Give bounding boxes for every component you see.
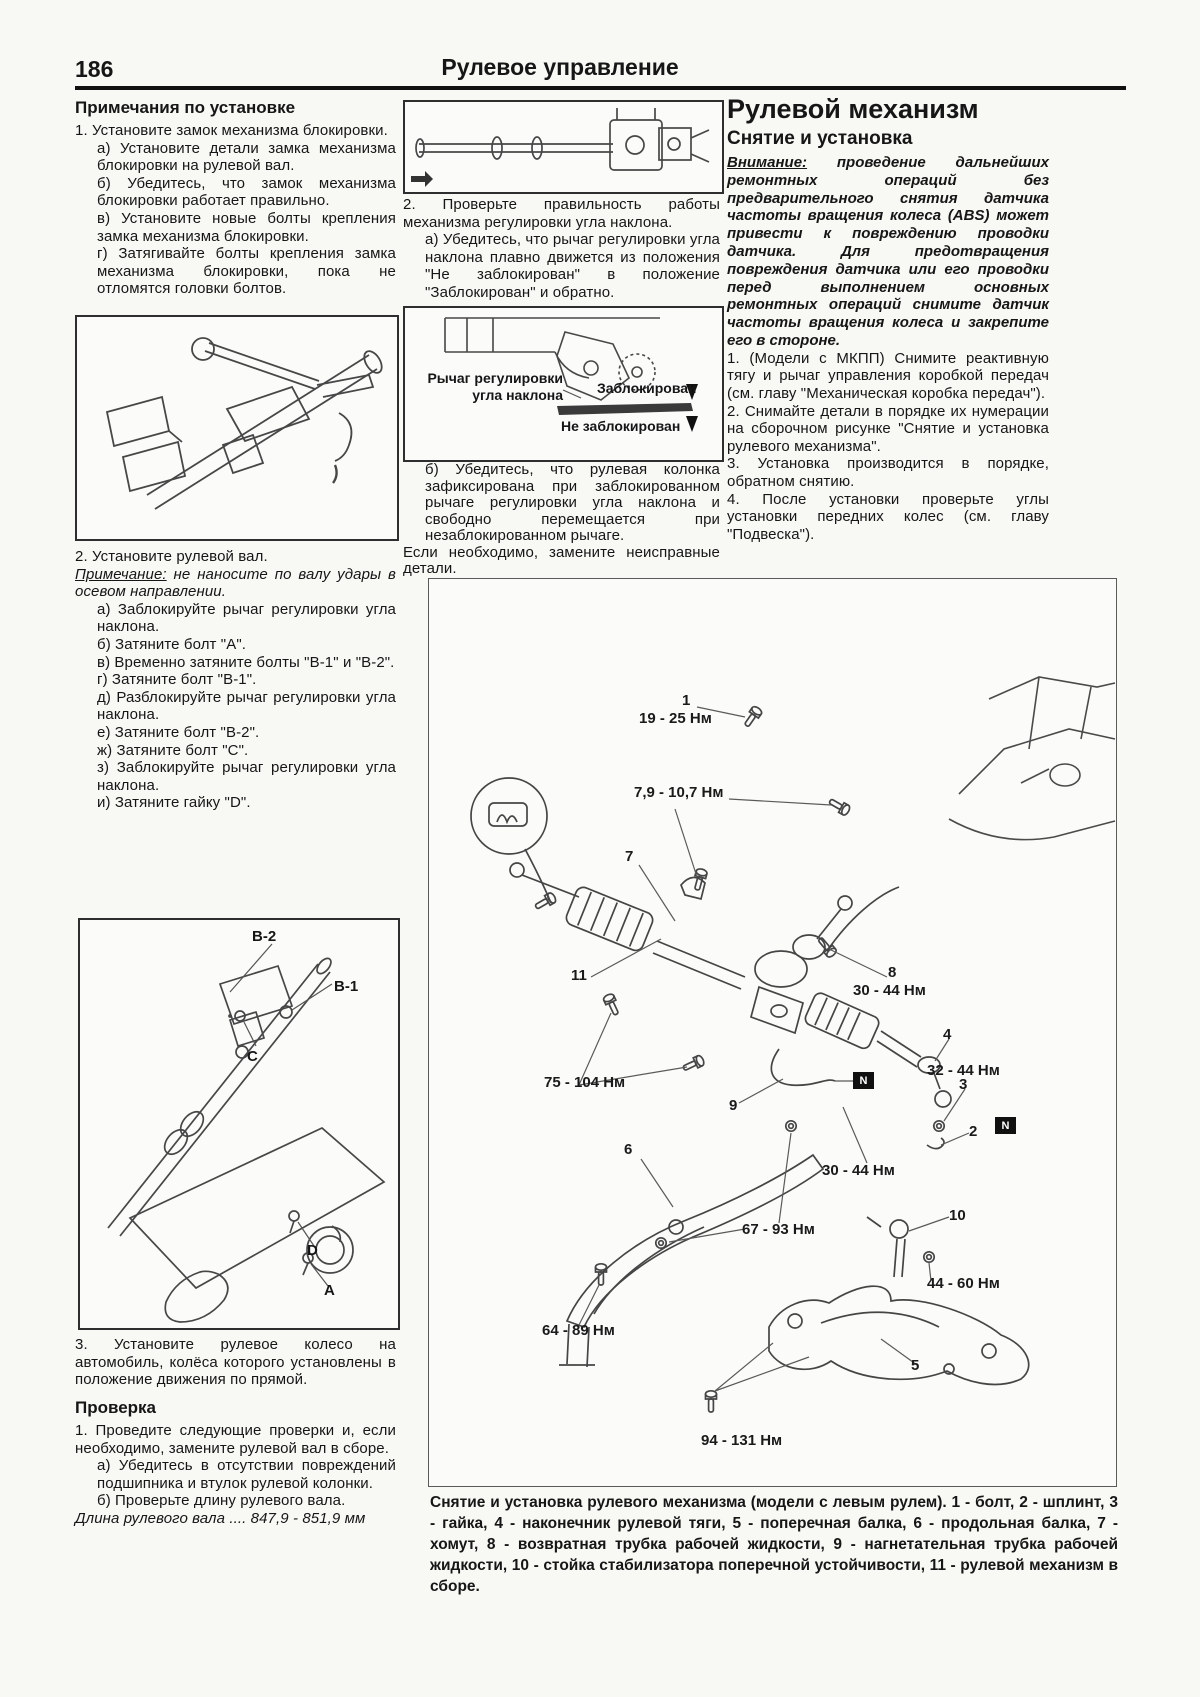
mid-item-2: 2. Проверьте правильность работы механиз… xyxy=(403,196,720,231)
torque-64-89: 64 - 89 Нм xyxy=(542,1322,615,1339)
replace-part-marker: N xyxy=(853,1072,874,1089)
left-column-check: Проверка 1. Проведите следующие проверки… xyxy=(75,1398,396,1528)
left-column-2: 2. Установите рулевой вал. Примечание: н… xyxy=(75,548,396,812)
left-item-1d: г) Затягивайте болты крепления замка мех… xyxy=(97,245,396,298)
tilt-lever-drawing xyxy=(444,317,698,432)
right-step-4: 4. После установки проверьте углы устано… xyxy=(727,490,1049,543)
fig2-label-b1: B-1 xyxy=(334,978,359,995)
part-number-8: 8 xyxy=(888,964,897,981)
right-step-1: 1. (Модели с МКПП) Снимите реактивную тя… xyxy=(727,349,1049,402)
left-item-1a: а) Установите детали замка механизма бло… xyxy=(97,139,396,175)
left-item-2d: г) Затяните болт "В-1". xyxy=(97,671,257,689)
steering-rack-sketch xyxy=(470,777,952,1150)
label-unlocked: Не заблокирован xyxy=(561,418,681,434)
label-tilt-lever: Рычаг регулировки угла наклона xyxy=(427,370,563,403)
header-rule xyxy=(75,86,1126,90)
section-title: Рулевой механизм xyxy=(727,94,979,124)
part-number-9: 9 xyxy=(729,1097,738,1114)
label-locked: Заблокирован xyxy=(597,380,697,396)
torque-30-44-b: 30 - 44 Нм xyxy=(822,1162,895,1179)
part-number-4: 4 xyxy=(943,1026,952,1043)
torque-7-9-10-7: 7,9 - 10,7 Нм xyxy=(634,784,724,801)
steering-shaft-drawing xyxy=(107,943,386,1323)
left-heading-check: Проверка xyxy=(75,1398,157,1417)
warning-label: Внимание: xyxy=(727,154,808,171)
mid-item-2b: б) Убедитесь, что рулевая колонка зафикс… xyxy=(425,461,720,544)
fig2-label-a: A xyxy=(324,1282,335,1299)
right-step-3: 3. Установка производится в порядке, обр… xyxy=(727,455,1049,490)
left-column: Примечания по установке 1. Установите за… xyxy=(75,98,396,298)
left-column-3: 3. Установите рулевое колесо на автомоби… xyxy=(75,1336,396,1389)
column-assembly-drawing xyxy=(411,108,710,187)
figure-tilt-lever: Рычаг регулировки угла наклона Заблокиро… xyxy=(403,306,724,462)
torque-75-104: 75 - 104 Нм xyxy=(544,1074,626,1091)
mid-closing: Если необходимо, замените неисправные де… xyxy=(403,543,720,577)
left-item-3: 3. Установите рулевое колесо на автомоби… xyxy=(75,1336,396,1389)
torque-94-131: 94 - 131 Нм xyxy=(701,1432,783,1449)
torque-30-44-a: 30 - 44 Нм xyxy=(853,982,926,999)
left-item-2i: и) Затяните гайку "D". xyxy=(97,794,251,812)
left-item-2c: в) Временно затяните болты "В-1" и "В-2"… xyxy=(97,653,395,671)
diagram-caption: Снятие и установка рулевого механизма (м… xyxy=(430,1492,1118,1597)
left-item-2e: д) Разблокируйте рычаг регулировки угла … xyxy=(97,688,396,724)
left-item-1: 1. Установите замок механизма блокировки… xyxy=(75,122,388,139)
figure-lock-mechanism xyxy=(75,315,399,541)
note-label: Примечание: xyxy=(75,565,167,583)
note-text: не наносите по валу удары в осевом напра… xyxy=(75,565,396,601)
torque-67-93: 67 - 93 Нм xyxy=(742,1221,815,1238)
left-item-2h: з) Заблокируйте рычаг регулировки угла н… xyxy=(97,759,396,794)
section-subtitle: Снятие и установка xyxy=(727,128,913,149)
middle-column-bottom: б) Убедитесь, что рулевая колонка зафикс… xyxy=(403,461,720,578)
mid-item-2a: а) Убедитесь, что рычаг регулировки угла… xyxy=(425,231,720,301)
right-column: Рулевой механизм Снятие и установка Вним… xyxy=(727,94,1049,543)
figure-steering-shaft: B-2 B-1 C D A xyxy=(78,918,400,1330)
right-step-2: 2. Снимайте детали в порядке их нумераци… xyxy=(727,402,1049,455)
torque-19-25: 19 - 25 Нм xyxy=(639,710,712,727)
warning-text: проведение дальнейших ремонтных операций… xyxy=(727,154,1049,349)
check-item-1b: б) Проверьте длину рулевого вала. xyxy=(97,1492,346,1510)
left-heading-install-notes: Примечания по установке xyxy=(75,98,296,117)
shaft-length-spec: Длина рулевого вала .... 847,9 - 851,9 м… xyxy=(75,1509,366,1527)
part-number-5: 5 xyxy=(911,1357,920,1374)
fastener-sketches xyxy=(594,704,946,1413)
fig2-label-c: C xyxy=(247,1048,258,1065)
part-number-7: 7 xyxy=(625,848,634,865)
figure-column-assembly xyxy=(403,100,724,194)
part-number-2: 2 xyxy=(969,1123,978,1140)
fig2-label-b2: B-2 xyxy=(252,928,277,945)
left-item-1c: в) Установите новые болты крепления замк… xyxy=(97,209,396,245)
subframe-beams-sketch xyxy=(559,1153,1030,1386)
left-item-2f: е) Затяните болт "В-2". xyxy=(97,723,260,741)
left-note: Примечание: не наносите по валу удары в … xyxy=(75,566,396,601)
torque-44-60: 44 - 60 Нм xyxy=(927,1275,1000,1292)
lock-mechanism-drawing xyxy=(105,337,383,510)
abs-warning: Внимание: проведение дальнейших ремонтны… xyxy=(727,154,1049,350)
check-item-1a: а) Убедитесь в отсутствии повреждений по… xyxy=(97,1457,396,1492)
fig2-label-d: D xyxy=(307,1242,318,1259)
caption-body: 1 - болт, 2 - шплинт, 3 - гайка, 4 - нак… xyxy=(430,1494,1118,1595)
leader-lines xyxy=(578,706,970,1392)
part-number-10: 10 xyxy=(949,1207,966,1224)
steering-gear-drawing xyxy=(470,676,1116,1413)
left-item-2g: ж) Затяните болт "С". xyxy=(97,741,249,759)
part-number-6: 6 xyxy=(624,1141,633,1158)
check-item-1: 1. Проведите следующие проверки и, если … xyxy=(75,1422,396,1457)
part-number-3: 3 xyxy=(959,1076,968,1093)
left-item-1b: б) Убедитесь, что замок механизма блокир… xyxy=(97,174,396,210)
left-item-2: 2. Установите рулевой вал. xyxy=(75,548,268,565)
part-number-11: 11 xyxy=(571,967,587,984)
left-item-2a: а) Заблокируйте рычаг регулировки угла н… xyxy=(97,600,396,636)
exploded-view-diagram: 1 19 - 25 Нм 7,9 - 10,7 Нм 7 11 8 30 - 4… xyxy=(428,578,1117,1487)
part-number-1: 1 xyxy=(682,692,691,709)
replace-part-marker: N xyxy=(995,1117,1016,1134)
vehicle-frame-sketch xyxy=(948,676,1116,841)
caption-title: Снятие и установка рулевого механизма (м… xyxy=(430,1494,947,1511)
page-number: 186 xyxy=(75,56,114,82)
torque-32-44: 32 - 44 Нм xyxy=(927,1062,1000,1079)
middle-column-top: 2. Проверьте правильность работы механиз… xyxy=(403,196,720,302)
page-title: Рулевое управление xyxy=(441,54,679,80)
left-item-2b: б) Затяните болт "А". xyxy=(97,635,247,653)
